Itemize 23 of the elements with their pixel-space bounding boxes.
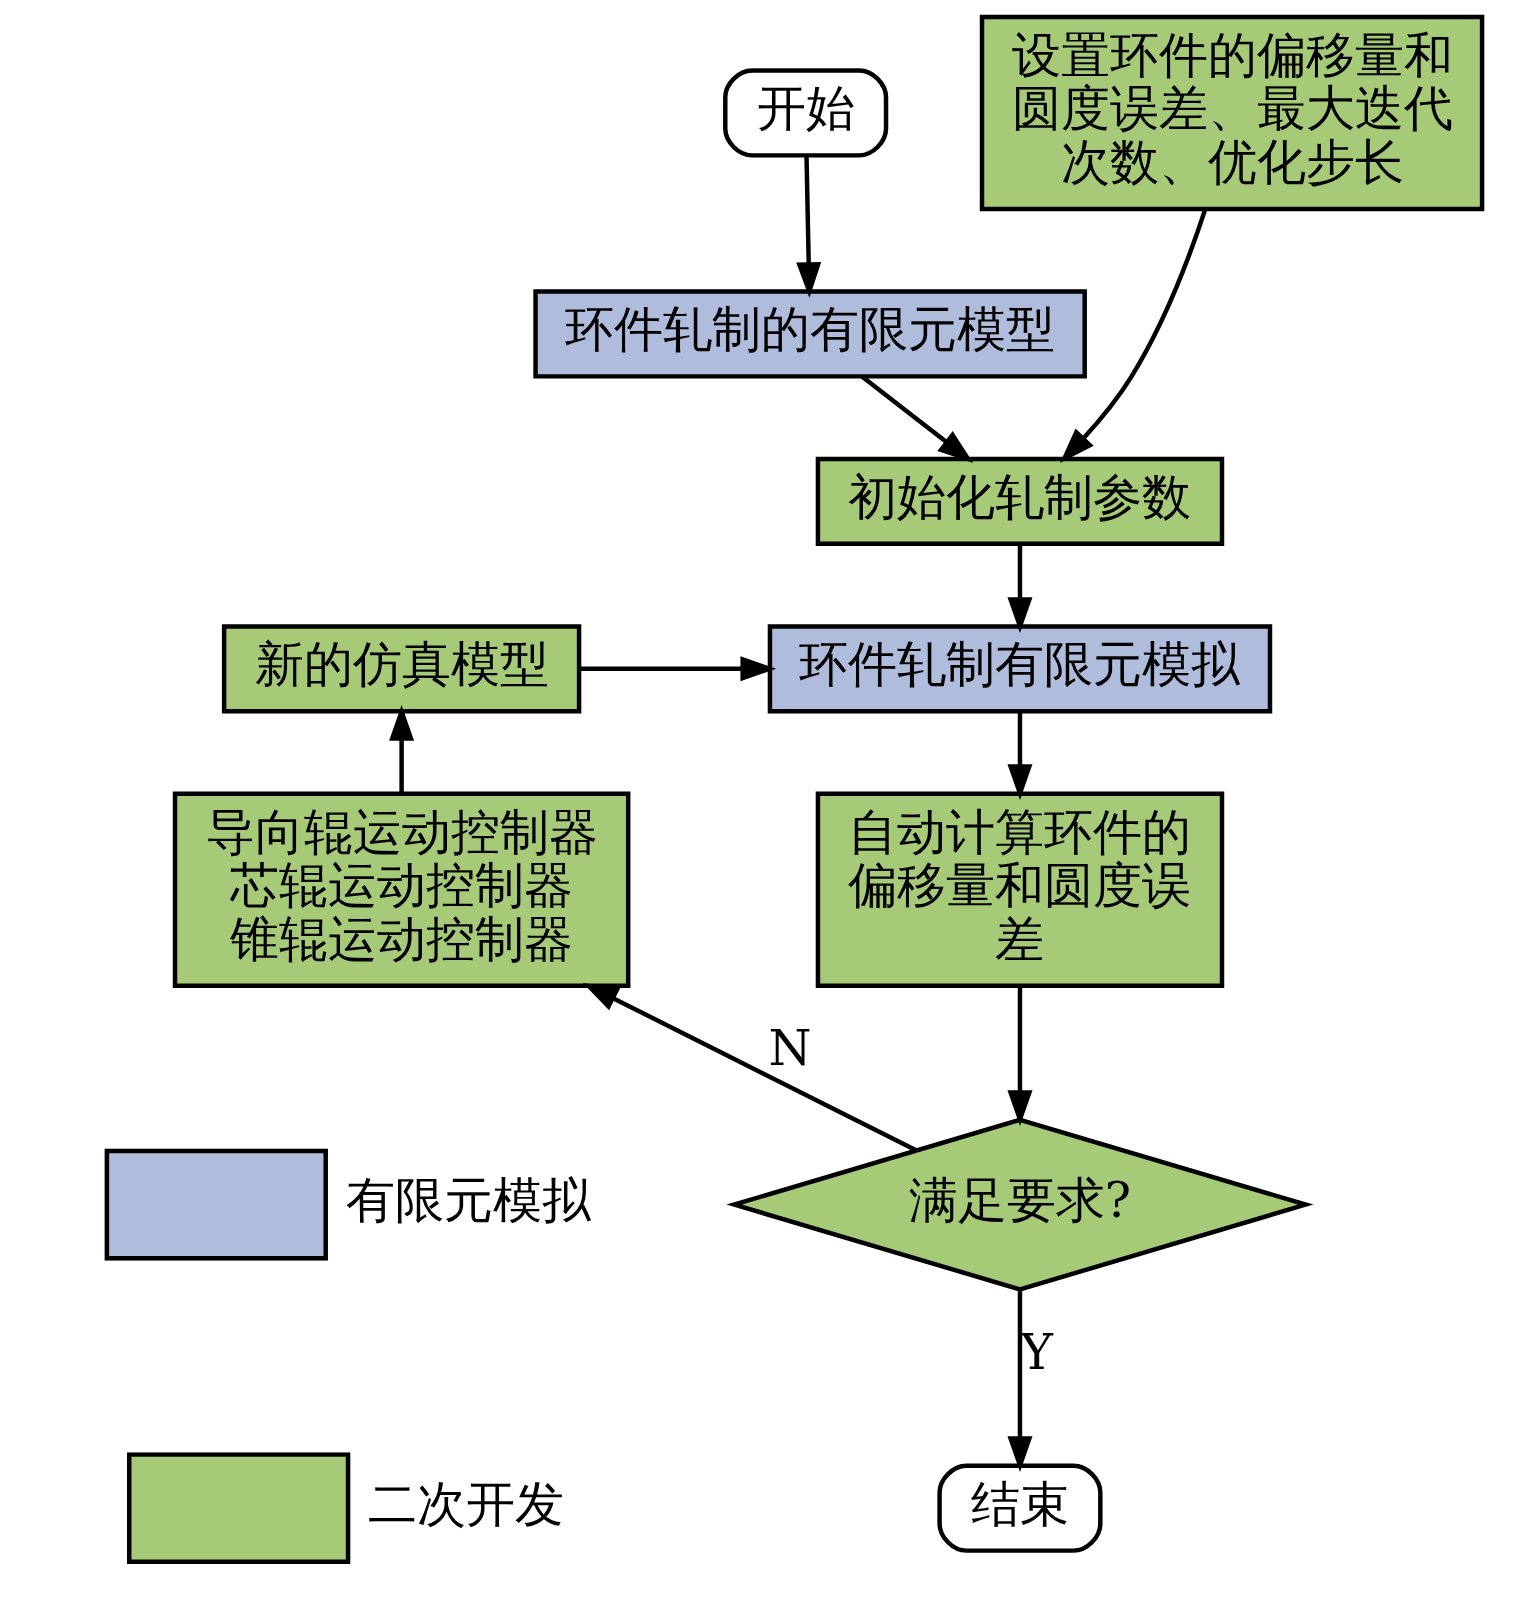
node-box: 设置环件的偏移量和圆度误差、最大迭代次数、优化步长	[979, 14, 1484, 212]
arrow	[1006, 1290, 1032, 1472]
legend-label: 有限元模拟	[345, 1171, 591, 1230]
node-box: 自动计算环件的偏移量和圆度误差	[815, 791, 1224, 989]
arrow	[582, 982, 917, 1153]
edge-label: Y	[1020, 1322, 1053, 1381]
node-box: 开始	[722, 68, 888, 158]
arrow	[1006, 986, 1032, 1126]
node-box: 环件轧制的有限元模型	[532, 289, 1087, 379]
node-diamond: 满足要求?	[725, 1117, 1314, 1292]
legend-label: 二次开发	[367, 1474, 564, 1533]
arrow	[1059, 208, 1207, 463]
edge-label: N	[768, 1019, 812, 1078]
arrow	[578, 656, 776, 682]
node-box: 初始化轧制参数	[815, 456, 1224, 547]
node-box: 环件轧制有限元模拟	[767, 624, 1272, 714]
arrow	[388, 705, 414, 794]
node-box: 新的仿真模型	[221, 624, 581, 714]
node-box: 导向辊运动控制器 芯辊运动控制器 锥辊运动控制器	[172, 791, 630, 989]
arrow	[1006, 543, 1032, 633]
arrow	[1006, 711, 1032, 800]
node-box: 结束	[936, 1463, 1103, 1553]
arrow	[795, 155, 821, 298]
